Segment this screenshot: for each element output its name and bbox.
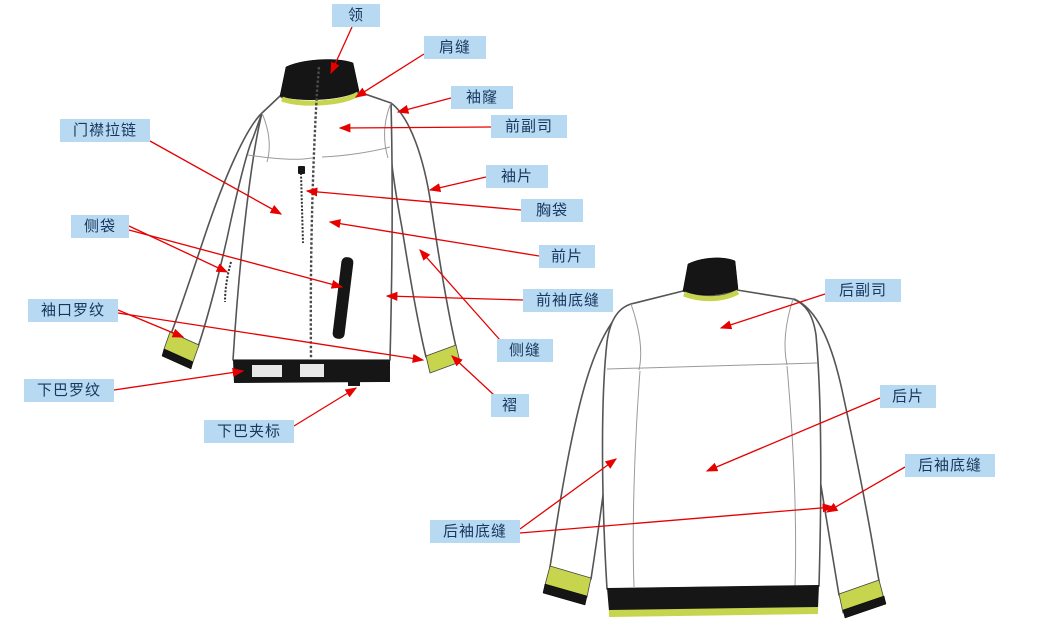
part-label-back-underarm-seam-bottom: 后袖底缝	[430, 520, 520, 543]
part-label-front-panel: 前片	[539, 245, 595, 268]
arrow-line-back-underarm-seam-bottom	[519, 458, 618, 530]
back-left-princess-seam	[632, 370, 641, 588]
arrow-line-back-underarm-seam-bottom	[519, 503, 835, 534]
back-yoke-seam	[606, 362, 818, 370]
part-label-collar: 领	[332, 4, 380, 27]
back-left-cuff-edge	[542, 583, 588, 606]
arrow-line-placket-zipper	[149, 140, 283, 215]
back-left-armhole-seam	[630, 303, 642, 371]
part-label-cuff-rib: 袖口罗纹	[28, 299, 118, 322]
annotation-arrows	[113, 26, 906, 534]
front-left-armhole-seam	[261, 112, 270, 163]
back-hem-band	[607, 585, 819, 611]
arrow-line-chin-label	[293, 387, 358, 427]
front-jacket-drawing	[161, 59, 461, 386]
part-label-chest-pocket: 胸袋	[521, 199, 583, 222]
arrow-line-hem-rib	[113, 368, 245, 391]
arrow-line-side-seam	[419, 249, 501, 341]
front-collar	[279, 59, 360, 100]
arrow-line-chest-pocket	[305, 187, 522, 211]
arrow-line-side-pocket	[128, 229, 344, 289]
part-label-back-yoke: 后副司	[825, 279, 901, 302]
part-label-side-pocket: 侧袋	[71, 215, 129, 238]
part-label-armhole: 袖窿	[451, 86, 513, 109]
arrow-line-armhole	[396, 97, 452, 114]
front-yoke-seam	[247, 146, 391, 160]
arrow-line-collar	[330, 26, 353, 75]
chest-pocket-zipper-line	[300, 172, 304, 244]
arrow-line-shoulder-seam	[354, 53, 425, 98]
arrow-line-side-pocket	[128, 225, 229, 273]
back-collar	[682, 257, 739, 296]
part-label-side-seam: 侧缝	[497, 339, 553, 362]
part-label-chin-label: 下巴夹标	[204, 420, 294, 443]
back-jacket-drawing	[542, 257, 887, 619]
part-label-shoulder-seam: 肩缝	[424, 36, 486, 59]
back-hem-trim	[609, 607, 818, 617]
part-label-front-yoke: 前副司	[491, 115, 567, 138]
front-hem-panel-left	[252, 365, 282, 377]
right-side-pocket-zipper	[332, 257, 354, 339]
part-label-pleat: 褶	[491, 394, 529, 417]
arrow-line-back-panel	[705, 397, 881, 472]
part-label-hem-rib: 下巴罗纹	[24, 379, 114, 402]
front-hem-panel-center	[300, 364, 324, 377]
arrow-line-back-yoke	[719, 293, 826, 330]
front-placket-zipper-line	[309, 66, 321, 359]
arrow-line-sleeve-panel	[428, 176, 487, 193]
back-right-princess-seam	[786, 365, 797, 587]
left-side-pocket-line	[224, 261, 232, 303]
back-right-cuff-edge	[842, 595, 887, 619]
arrow-line-cuff-rib	[117, 312, 425, 363]
part-label-front-underarm-seam: 前袖底缝	[523, 289, 613, 312]
arrow-line-front-yoke	[338, 123, 492, 133]
back-collar-trim	[683, 289, 740, 302]
chest-pocket-zipper-pull	[298, 166, 305, 174]
part-label-sleeve-panel: 袖片	[486, 165, 548, 188]
part-label-placket-zipper: 门襟拉链	[60, 119, 150, 142]
back-right-cuff-rib	[838, 579, 885, 614]
front-right-armhole-seam	[384, 102, 392, 159]
arrow-line-back-underarm-seam-right	[825, 466, 906, 513]
front-left-cuff-edge	[161, 348, 194, 370]
arrow-line-front-panel	[328, 219, 540, 257]
part-label-back-panel: 后片	[880, 385, 936, 408]
front-right-sleeve	[389, 102, 457, 358]
front-collar-trim	[281, 91, 360, 106]
part-label-back-underarm-seam-right: 后袖底缝	[905, 454, 995, 477]
front-chin-guard-label	[348, 378, 360, 386]
arrow-line-front-underarm-seam	[385, 291, 524, 301]
arrow-line-pleat	[451, 355, 495, 396]
back-right-armhole-seam	[784, 298, 794, 366]
